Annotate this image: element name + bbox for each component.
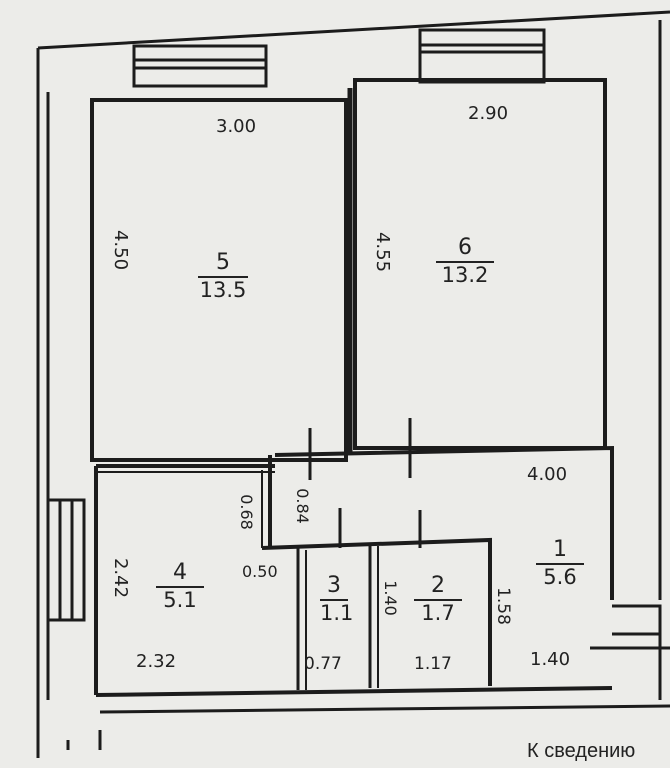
room-2-area: 1.7 xyxy=(421,601,455,625)
dim-r1-depth: 1.58 xyxy=(492,587,513,625)
room-6-walls xyxy=(353,78,607,450)
room-6-label: 6 13.2 xyxy=(436,235,494,287)
room-4-area: 5.1 xyxy=(163,588,197,612)
window-left xyxy=(132,44,268,88)
room-5-area: 13.5 xyxy=(199,278,247,302)
room-1-label: 1 5.6 xyxy=(536,537,584,589)
room-5-label: 5 13.5 xyxy=(198,250,248,302)
room-5-number: 5 xyxy=(216,250,230,275)
dim-r6-depth: 4.55 xyxy=(372,231,394,273)
room-5-walls xyxy=(90,98,348,462)
room-2-label: 2 1.7 xyxy=(414,573,462,625)
room-2-number: 2 xyxy=(431,573,445,598)
room-1-number: 1 xyxy=(553,537,567,562)
room-3-number: 3 xyxy=(327,573,341,598)
dim-r1-width: 1.40 xyxy=(530,649,571,670)
dim-step-a: 0.68 xyxy=(236,494,256,530)
dim-r2-depth: 1.40 xyxy=(380,580,400,616)
balcony-left xyxy=(46,498,86,622)
room-4-label: 4 5.1 xyxy=(156,560,204,612)
window-right xyxy=(418,28,546,84)
room-3-label: 3 1.1 xyxy=(320,573,353,625)
dim-r4-width: 2.32 xyxy=(136,651,177,672)
room-3-area: 1.1 xyxy=(320,601,354,625)
dim-r4-depth: 2.42 xyxy=(110,557,132,599)
room-4-number: 4 xyxy=(173,560,187,585)
dim-step-b: 0.84 xyxy=(292,488,312,524)
dim-r3-width: 0.77 xyxy=(304,654,342,674)
dim-r5-width: 3.00 xyxy=(216,116,257,137)
dim-step-c: 0.50 xyxy=(242,562,278,581)
caption-text: К сведению xyxy=(527,740,636,762)
room-6-area: 13.2 xyxy=(441,263,489,287)
dim-r5-depth: 4.50 xyxy=(110,229,132,271)
dim-hall-width: 4.00 xyxy=(527,464,568,485)
room-1-area: 5.6 xyxy=(543,565,577,589)
dim-r6-width: 2.90 xyxy=(468,103,509,124)
dim-r2-width: 1.17 xyxy=(414,654,452,674)
room-6-number: 6 xyxy=(458,235,472,260)
